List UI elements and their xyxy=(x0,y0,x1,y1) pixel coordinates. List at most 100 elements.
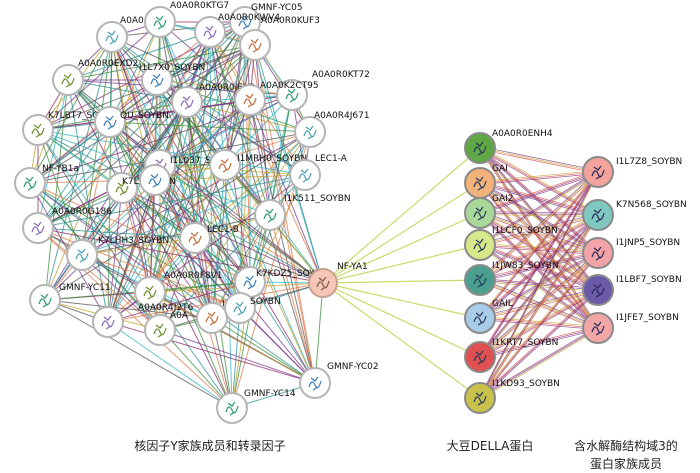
protein-node-n10[interactable] xyxy=(234,84,266,116)
network-edge xyxy=(156,44,256,81)
della-hydrolase-edge xyxy=(479,171,599,281)
protein-node-n27[interactable] xyxy=(92,306,124,338)
protein-node-n02[interactable] xyxy=(144,6,176,38)
protein-node-n23[interactable] xyxy=(66,239,98,271)
protein-node-n12[interactable] xyxy=(22,114,54,146)
network-edge xyxy=(37,31,211,229)
protein-node-n13[interactable] xyxy=(94,106,126,138)
caption-della: 大豆DELLA蛋白 xyxy=(446,439,534,453)
protein-structure-icon xyxy=(473,141,487,156)
protein-node-n21[interactable] xyxy=(22,212,54,244)
della-node-d1[interactable] xyxy=(464,132,496,164)
protein-node-n11[interactable] xyxy=(294,116,326,148)
network-edge xyxy=(211,317,316,384)
protein-node-n18[interactable] xyxy=(106,172,138,204)
hub-della-edge xyxy=(322,212,481,284)
protein-structure-icon xyxy=(243,93,257,108)
network-edge xyxy=(149,291,233,409)
hydrolase-node-h2[interactable] xyxy=(582,199,614,231)
network-edge xyxy=(107,79,158,323)
hydrolase-node-h1[interactable] xyxy=(582,156,614,188)
della-hydrolase-edge xyxy=(479,216,599,247)
protein-node-n28[interactable] xyxy=(196,302,228,334)
node-label-n12: K7LBT7_SOYBN xyxy=(48,111,117,121)
hub-della-edge xyxy=(322,279,481,284)
protein-structure-icon xyxy=(23,176,37,191)
node-label-n02: A0A0R0KTG7 xyxy=(170,1,229,11)
protein-node-n29[interactable] xyxy=(224,292,256,324)
della-node-d6[interactable] xyxy=(464,302,496,334)
network-edge xyxy=(249,99,324,284)
protein-node-n20[interactable] xyxy=(254,199,286,231)
della-hydrolase-edge xyxy=(479,171,599,184)
hub-node[interactable] xyxy=(308,268,338,298)
della-hydrolase-edge xyxy=(479,170,599,182)
protein-structure-icon xyxy=(473,350,487,365)
protein-node-n08[interactable] xyxy=(276,79,308,111)
protein-node-n07[interactable] xyxy=(141,64,173,96)
protein-node-n16[interactable] xyxy=(209,149,241,181)
protein-structure-icon xyxy=(473,391,487,406)
network-edge xyxy=(37,227,196,239)
protein-node-n05[interactable] xyxy=(96,21,128,53)
della-label-d1: A0A0R0ENH4 xyxy=(492,129,553,139)
della-hydrolase-edge xyxy=(479,246,599,292)
protein-node-n22[interactable] xyxy=(179,222,211,254)
node-label-n15: I1L037_SOYBN xyxy=(170,156,236,166)
protein-node-n31[interactable] xyxy=(299,367,331,399)
della-label-d7: I1KRT7_SOYBN xyxy=(492,338,558,348)
della-node-d4[interactable] xyxy=(464,229,496,261)
hydrolase-node-h4[interactable] xyxy=(582,274,614,306)
protein-node-n06[interactable] xyxy=(52,64,84,96)
della-node-d5[interactable] xyxy=(464,264,496,296)
protein-node-n04[interactable] xyxy=(239,29,271,61)
della-label-d4: I1LCF0_SOYBN xyxy=(492,226,558,236)
network-edge xyxy=(37,121,111,229)
protein-node-n14[interactable] xyxy=(14,167,46,199)
node-label-n30: A0A xyxy=(170,311,189,321)
protein-structure-icon xyxy=(308,376,322,391)
network-edge xyxy=(37,129,324,284)
network-edge xyxy=(249,99,271,216)
della-hydrolase-edge xyxy=(479,326,599,397)
della-hydrolase-edge xyxy=(479,288,599,356)
della-hydrolase-edge xyxy=(479,252,599,399)
protein-structure-icon xyxy=(473,176,487,191)
node-label-n29: SOYBN xyxy=(250,297,281,307)
della-hydrolase-edge xyxy=(479,149,599,174)
protein-node-n32[interactable] xyxy=(216,392,248,424)
protein-node-n26[interactable] xyxy=(29,284,61,316)
network-edge xyxy=(37,21,161,131)
della-node-d8[interactable] xyxy=(464,382,496,414)
protein-node-n09[interactable] xyxy=(171,86,203,118)
protein-node-n30[interactable] xyxy=(144,314,176,346)
protein-structure-icon xyxy=(591,283,605,298)
della-label-d3: GAI2 xyxy=(492,194,514,204)
della-hydrolase-edge xyxy=(479,216,599,400)
network-edge xyxy=(81,174,306,256)
della-hydrolase-edge xyxy=(479,246,599,255)
della-hydrolase-edges xyxy=(479,146,599,400)
protein-node-n24[interactable] xyxy=(134,276,166,308)
network-edge xyxy=(81,179,156,256)
protein-node-n03[interactable] xyxy=(194,16,226,48)
della-node-d2[interactable] xyxy=(464,167,496,199)
hub-della-edge xyxy=(322,282,481,399)
della-hydrolase-edge xyxy=(479,170,599,317)
network-edge xyxy=(109,121,324,284)
della-hydrolase-edge xyxy=(479,213,599,397)
protein-structure-icon xyxy=(75,248,89,263)
protein-node-n17[interactable] xyxy=(289,159,321,191)
node-label-n32: GMNF-YC14 xyxy=(244,389,296,399)
network-edge xyxy=(149,131,311,293)
della-label-d5: I1JW83_SOYBN xyxy=(492,261,559,271)
della-node-d3[interactable] xyxy=(464,197,496,229)
node-label-n21: A0A0R0G186 xyxy=(52,207,112,217)
della-node-d7[interactable] xyxy=(464,341,496,373)
hydrolase-node-h3[interactable] xyxy=(582,237,614,269)
network-edge xyxy=(149,179,156,293)
network-edge xyxy=(44,299,213,319)
protein-node-n19[interactable] xyxy=(139,164,171,196)
hydrolase-node-h5[interactable] xyxy=(582,312,614,344)
